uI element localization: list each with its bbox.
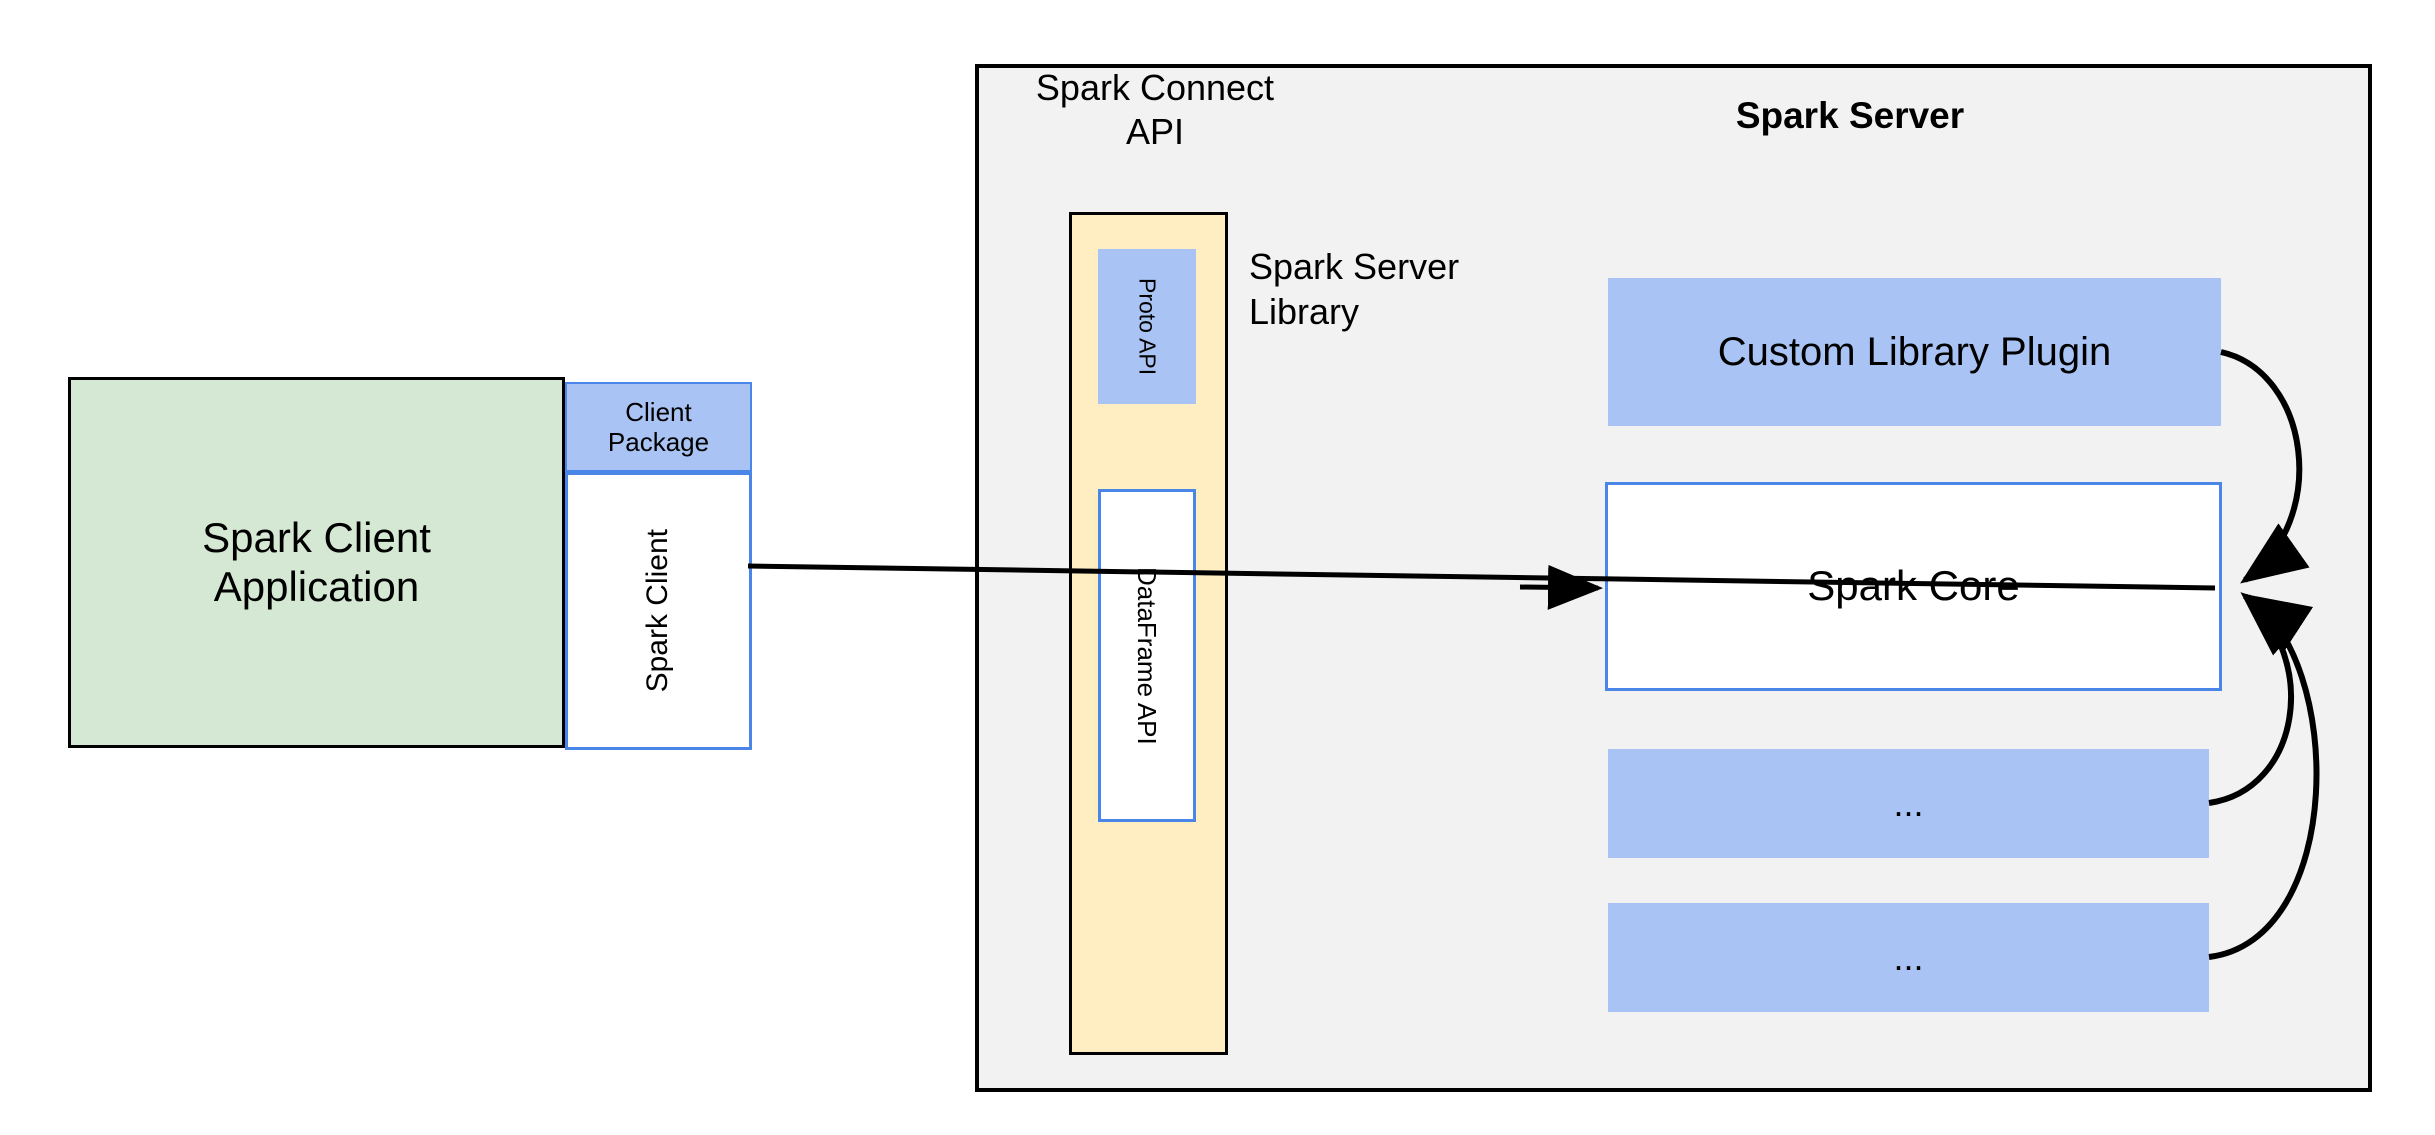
client-package-label-line1: Client	[625, 396, 692, 427]
spark-connect-api-label: Spark Connect API	[1010, 66, 1300, 154]
dataframe-api-box[interactable]: DataFrame API	[1098, 489, 1196, 822]
spark-connect-api-label-line1: Spark Connect	[1035, 67, 1275, 108]
spark-server-title: Spark Server	[1735, 95, 1965, 136]
spark-client-label: Spark Client	[641, 529, 675, 693]
server-plugin-placeholder-box-1[interactable]: ...	[1608, 749, 2209, 858]
client-package-label-line2: Package	[607, 427, 710, 457]
server-plugin-placeholder-box-2[interactable]: ...	[1608, 903, 2209, 1012]
spark-core-box[interactable]: Spark Core	[1605, 482, 2222, 691]
client-package-label: Client Package	[608, 397, 709, 457]
proto-api-box[interactable]: Proto API	[1098, 249, 1196, 404]
spark-core-label: Spark Core	[1807, 562, 2020, 610]
proto-api-label: Proto API	[1134, 277, 1161, 376]
client-app-label-line2: Application	[213, 562, 420, 610]
server-plugin-placeholder-label-1: ...	[1893, 782, 1924, 824]
spark-client-application-label: Spark Client Application	[202, 514, 431, 611]
spark-client-application-box[interactable]: Spark Client Application	[68, 377, 565, 748]
client-app-label-line1: Spark Client	[202, 513, 431, 561]
client-package-box[interactable]: Client Package	[565, 382, 752, 472]
spark-client-box[interactable]: Spark Client	[565, 472, 752, 750]
spark-connect-api-label-line2: API	[1125, 110, 1185, 152]
custom-library-plugin-label: Custom Library Plugin	[1717, 329, 2112, 374]
spark-server-library-label: Spark Server Library	[1249, 245, 1559, 334]
server-plugin-placeholder-label-2: ...	[1893, 936, 1924, 978]
spark-server-library-label-line1: Spark Server	[1249, 246, 1460, 287]
dataframe-api-label: DataFrame API	[1132, 566, 1163, 745]
spark-server-library-label-line2: Library	[1249, 290, 1360, 332]
custom-library-plugin-box[interactable]: Custom Library Plugin	[1608, 278, 2221, 426]
